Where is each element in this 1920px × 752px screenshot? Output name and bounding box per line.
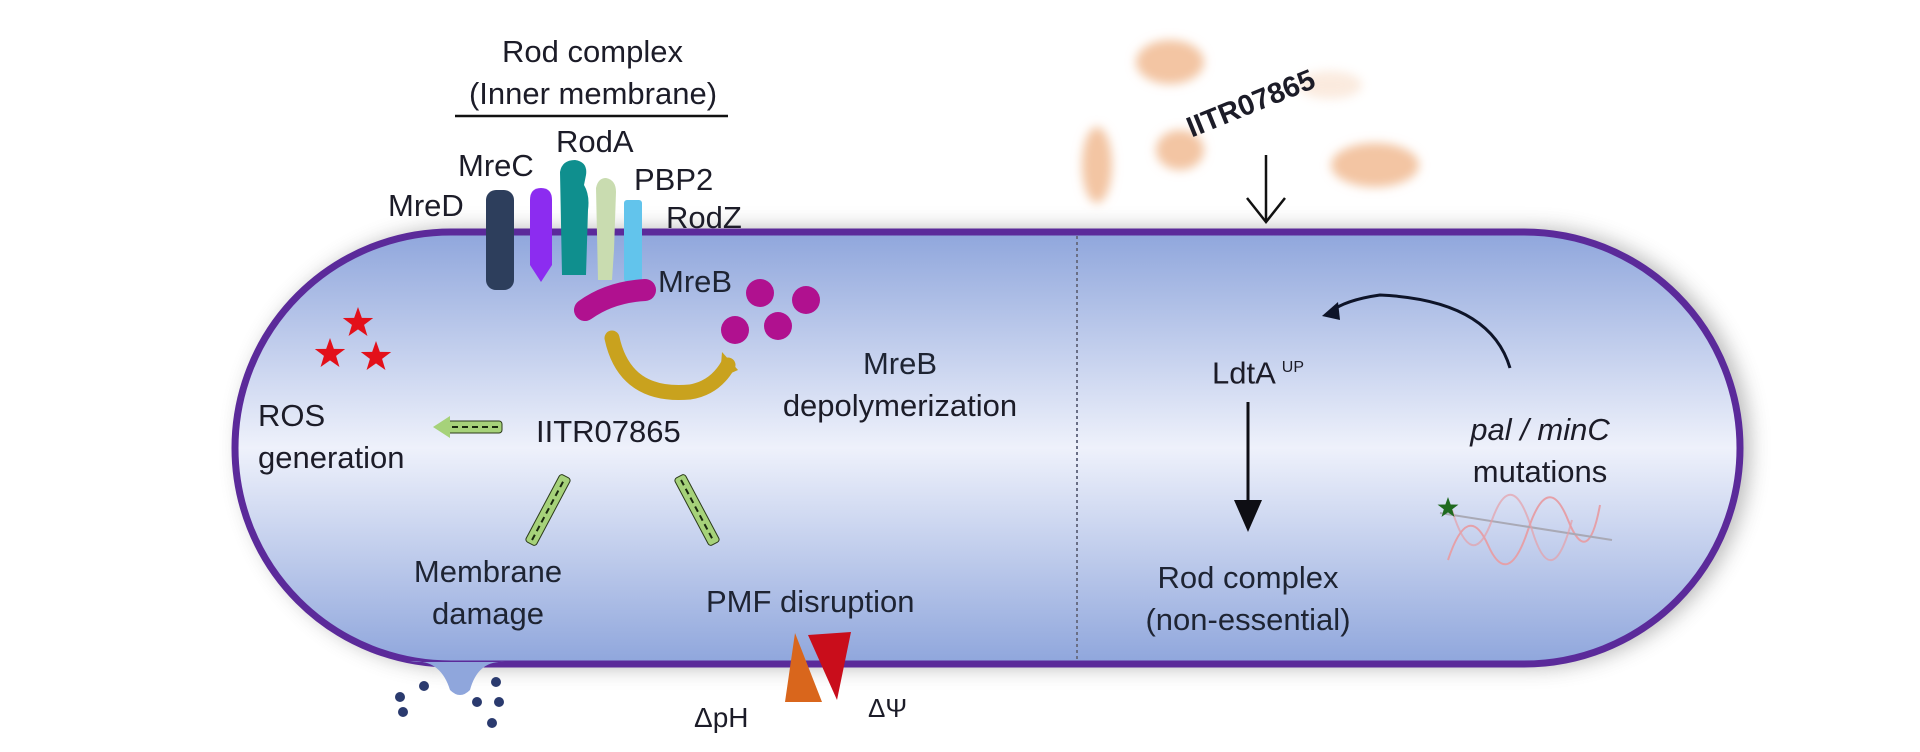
mreb-depolymerization-line2: depolymerization bbox=[782, 388, 1018, 423]
mreb-filament bbox=[574, 279, 820, 344]
leaking-ion bbox=[494, 697, 504, 707]
feedback-arrow-head bbox=[1322, 302, 1340, 320]
leaking-ion bbox=[398, 707, 408, 717]
rod-complex-right-line1: Rod complex bbox=[1157, 560, 1339, 595]
delta-ph-wedge bbox=[785, 633, 822, 702]
leaking-ion bbox=[472, 697, 482, 707]
rod-complex-title: Rod complex bbox=[502, 34, 683, 69]
entry-arrow-head bbox=[1246, 197, 1286, 225]
mreb-label: MreB bbox=[658, 264, 733, 299]
mutations-italic: pal / minC bbox=[1470, 412, 1610, 447]
arrow-to-pmf-disruption bbox=[674, 474, 720, 546]
dna-helix-icon bbox=[1437, 494, 1613, 566]
mreb-depolymerization-line1: MreB bbox=[862, 346, 938, 381]
leaking-ion bbox=[395, 692, 405, 702]
rodz-protein bbox=[624, 200, 642, 282]
leaking-ion bbox=[419, 681, 429, 691]
delta-psi-label: ΔΨ bbox=[868, 693, 908, 723]
bacterium bbox=[1298, 71, 1362, 99]
ldta-label: LdtA UP bbox=[1212, 350, 1304, 391]
bacterium bbox=[1331, 143, 1419, 187]
pbp2-label: PBP2 bbox=[634, 162, 714, 197]
pbp2-protein bbox=[596, 178, 616, 280]
bacterium bbox=[1082, 127, 1112, 203]
ros-star-icon bbox=[360, 341, 392, 370]
roda-protein bbox=[560, 160, 589, 275]
ros-star-icon bbox=[314, 338, 346, 367]
bacterium bbox=[1136, 40, 1204, 84]
mrec-protein bbox=[530, 188, 552, 282]
rodz-label: RodZ bbox=[666, 200, 742, 235]
ros-label-line1: ROS bbox=[258, 398, 326, 433]
ldta-text: LdtA bbox=[1212, 355, 1276, 391]
membrane-damage-line2: damage bbox=[431, 596, 545, 631]
mutations-label: mutations bbox=[1472, 454, 1608, 489]
mreb-monomer bbox=[792, 286, 820, 314]
ros-stars bbox=[314, 307, 392, 370]
mreb-monomer bbox=[746, 279, 774, 307]
mutation-star-icon bbox=[1437, 497, 1459, 517]
roda-label: RodA bbox=[556, 124, 634, 159]
mreb-monomer bbox=[721, 316, 749, 344]
leaking-ion bbox=[491, 677, 501, 687]
pmf-disruption-label: PMF disruption bbox=[706, 584, 915, 619]
delta-psi-wedge bbox=[808, 632, 851, 700]
ldta-down-arrow-head bbox=[1234, 500, 1262, 532]
mred-label: MreD bbox=[388, 188, 464, 223]
delta-ph-label: ΔpH bbox=[694, 702, 749, 733]
rod-complex-right-line2: (non-essential) bbox=[1145, 602, 1351, 637]
membrane-pore bbox=[395, 661, 505, 728]
arrow-to-membrane-damage bbox=[525, 474, 571, 546]
mreb-monomer bbox=[764, 312, 792, 340]
effect-arrows bbox=[433, 416, 720, 546]
depolymerization-arrow bbox=[604, 330, 738, 401]
mreb-polymer bbox=[574, 279, 656, 321]
bacteria-cluster bbox=[1082, 40, 1419, 203]
bacterium bbox=[1156, 130, 1204, 170]
arrow-to-ros bbox=[433, 416, 503, 438]
leaking-ion bbox=[487, 718, 497, 728]
rod-complex-proteins bbox=[486, 160, 642, 290]
ros-star-icon bbox=[342, 307, 374, 336]
pmf-wedges bbox=[785, 632, 851, 702]
ldta-superscript: UP bbox=[1281, 359, 1305, 376]
mred-protein bbox=[486, 190, 514, 290]
rod-complex-subtitle: (Inner membrane) bbox=[468, 76, 718, 111]
ros-label-line2: generation bbox=[258, 440, 405, 475]
feedback-curved-arrow bbox=[1329, 293, 1512, 369]
compound-label-left: IITR07865 bbox=[536, 414, 681, 449]
mrec-label: MreC bbox=[458, 148, 534, 183]
membrane-damage-line1: Membrane bbox=[413, 554, 563, 589]
